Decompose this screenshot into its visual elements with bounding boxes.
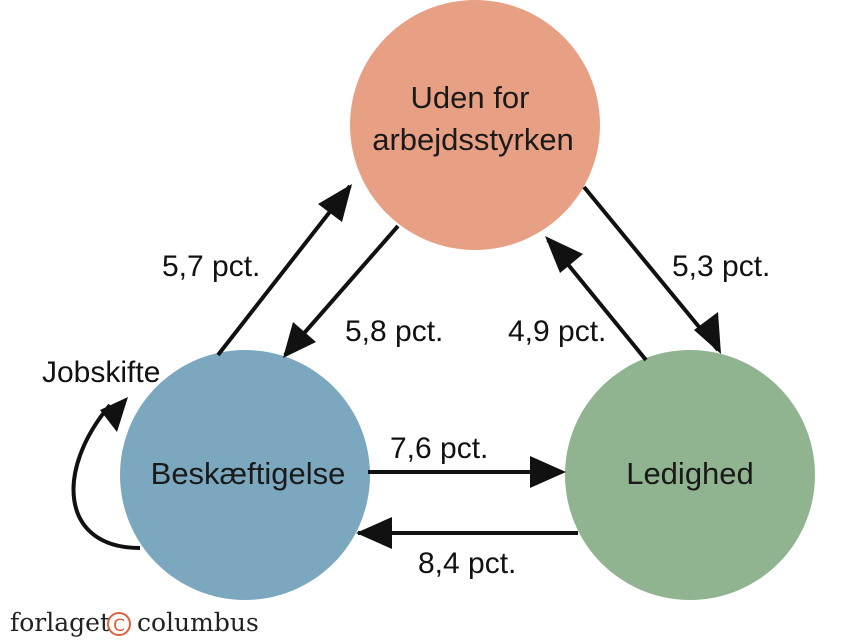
publisher-logo: forlaget C columbus <box>10 608 259 637</box>
arrow-employment-to-outside <box>216 184 352 357</box>
node-outside-label-line2: arbejdsstyrken <box>372 122 574 157</box>
arrowhead-unemployment-to-employment <box>356 517 392 549</box>
copyright-symbol: C <box>113 616 125 636</box>
flow-label-employment-to-outside: 5,7 pct. <box>162 250 260 283</box>
arrow-job-switch <box>71 403 141 550</box>
node-outside-label-line1: Uden for <box>411 80 530 115</box>
arrowhead-outside-to-unemployment <box>694 312 721 354</box>
node-unemployment-label: Ledighed <box>626 456 754 491</box>
arrowhead-employment-to-outside <box>318 184 352 222</box>
logo-text-right: columbus <box>137 608 259 637</box>
arrowhead-job-switch <box>100 397 128 432</box>
node-unemployment <box>565 350 815 600</box>
flow-label-outside-to-employment: 5,8 pct. <box>345 315 443 348</box>
arrow-outside-to-unemployment <box>582 185 720 352</box>
copyright-circle-icon <box>107 612 131 636</box>
flow-label-unemployment-to-employment: 8,4 pct. <box>418 547 516 580</box>
flow-label-employment-to-unemployment: 7,6 pct. <box>390 432 488 465</box>
logo-text-left: forlaget <box>10 608 110 637</box>
arrowhead-unemployment-to-outside <box>545 236 583 273</box>
arrowhead-employment-to-unemployment <box>530 456 566 488</box>
node-employment <box>120 350 370 600</box>
arrowhead-outside-to-employment <box>283 322 316 358</box>
node-employment-label: Beskæftigelse <box>151 456 346 491</box>
flow-label-job-switch: Jobskifte <box>42 356 160 389</box>
flow-label-outside-to-unemployment: 5,3 pct. <box>672 250 770 283</box>
flow-label-unemployment-to-outside: 4,9 pct. <box>508 315 606 348</box>
node-outside-workforce <box>350 0 600 250</box>
